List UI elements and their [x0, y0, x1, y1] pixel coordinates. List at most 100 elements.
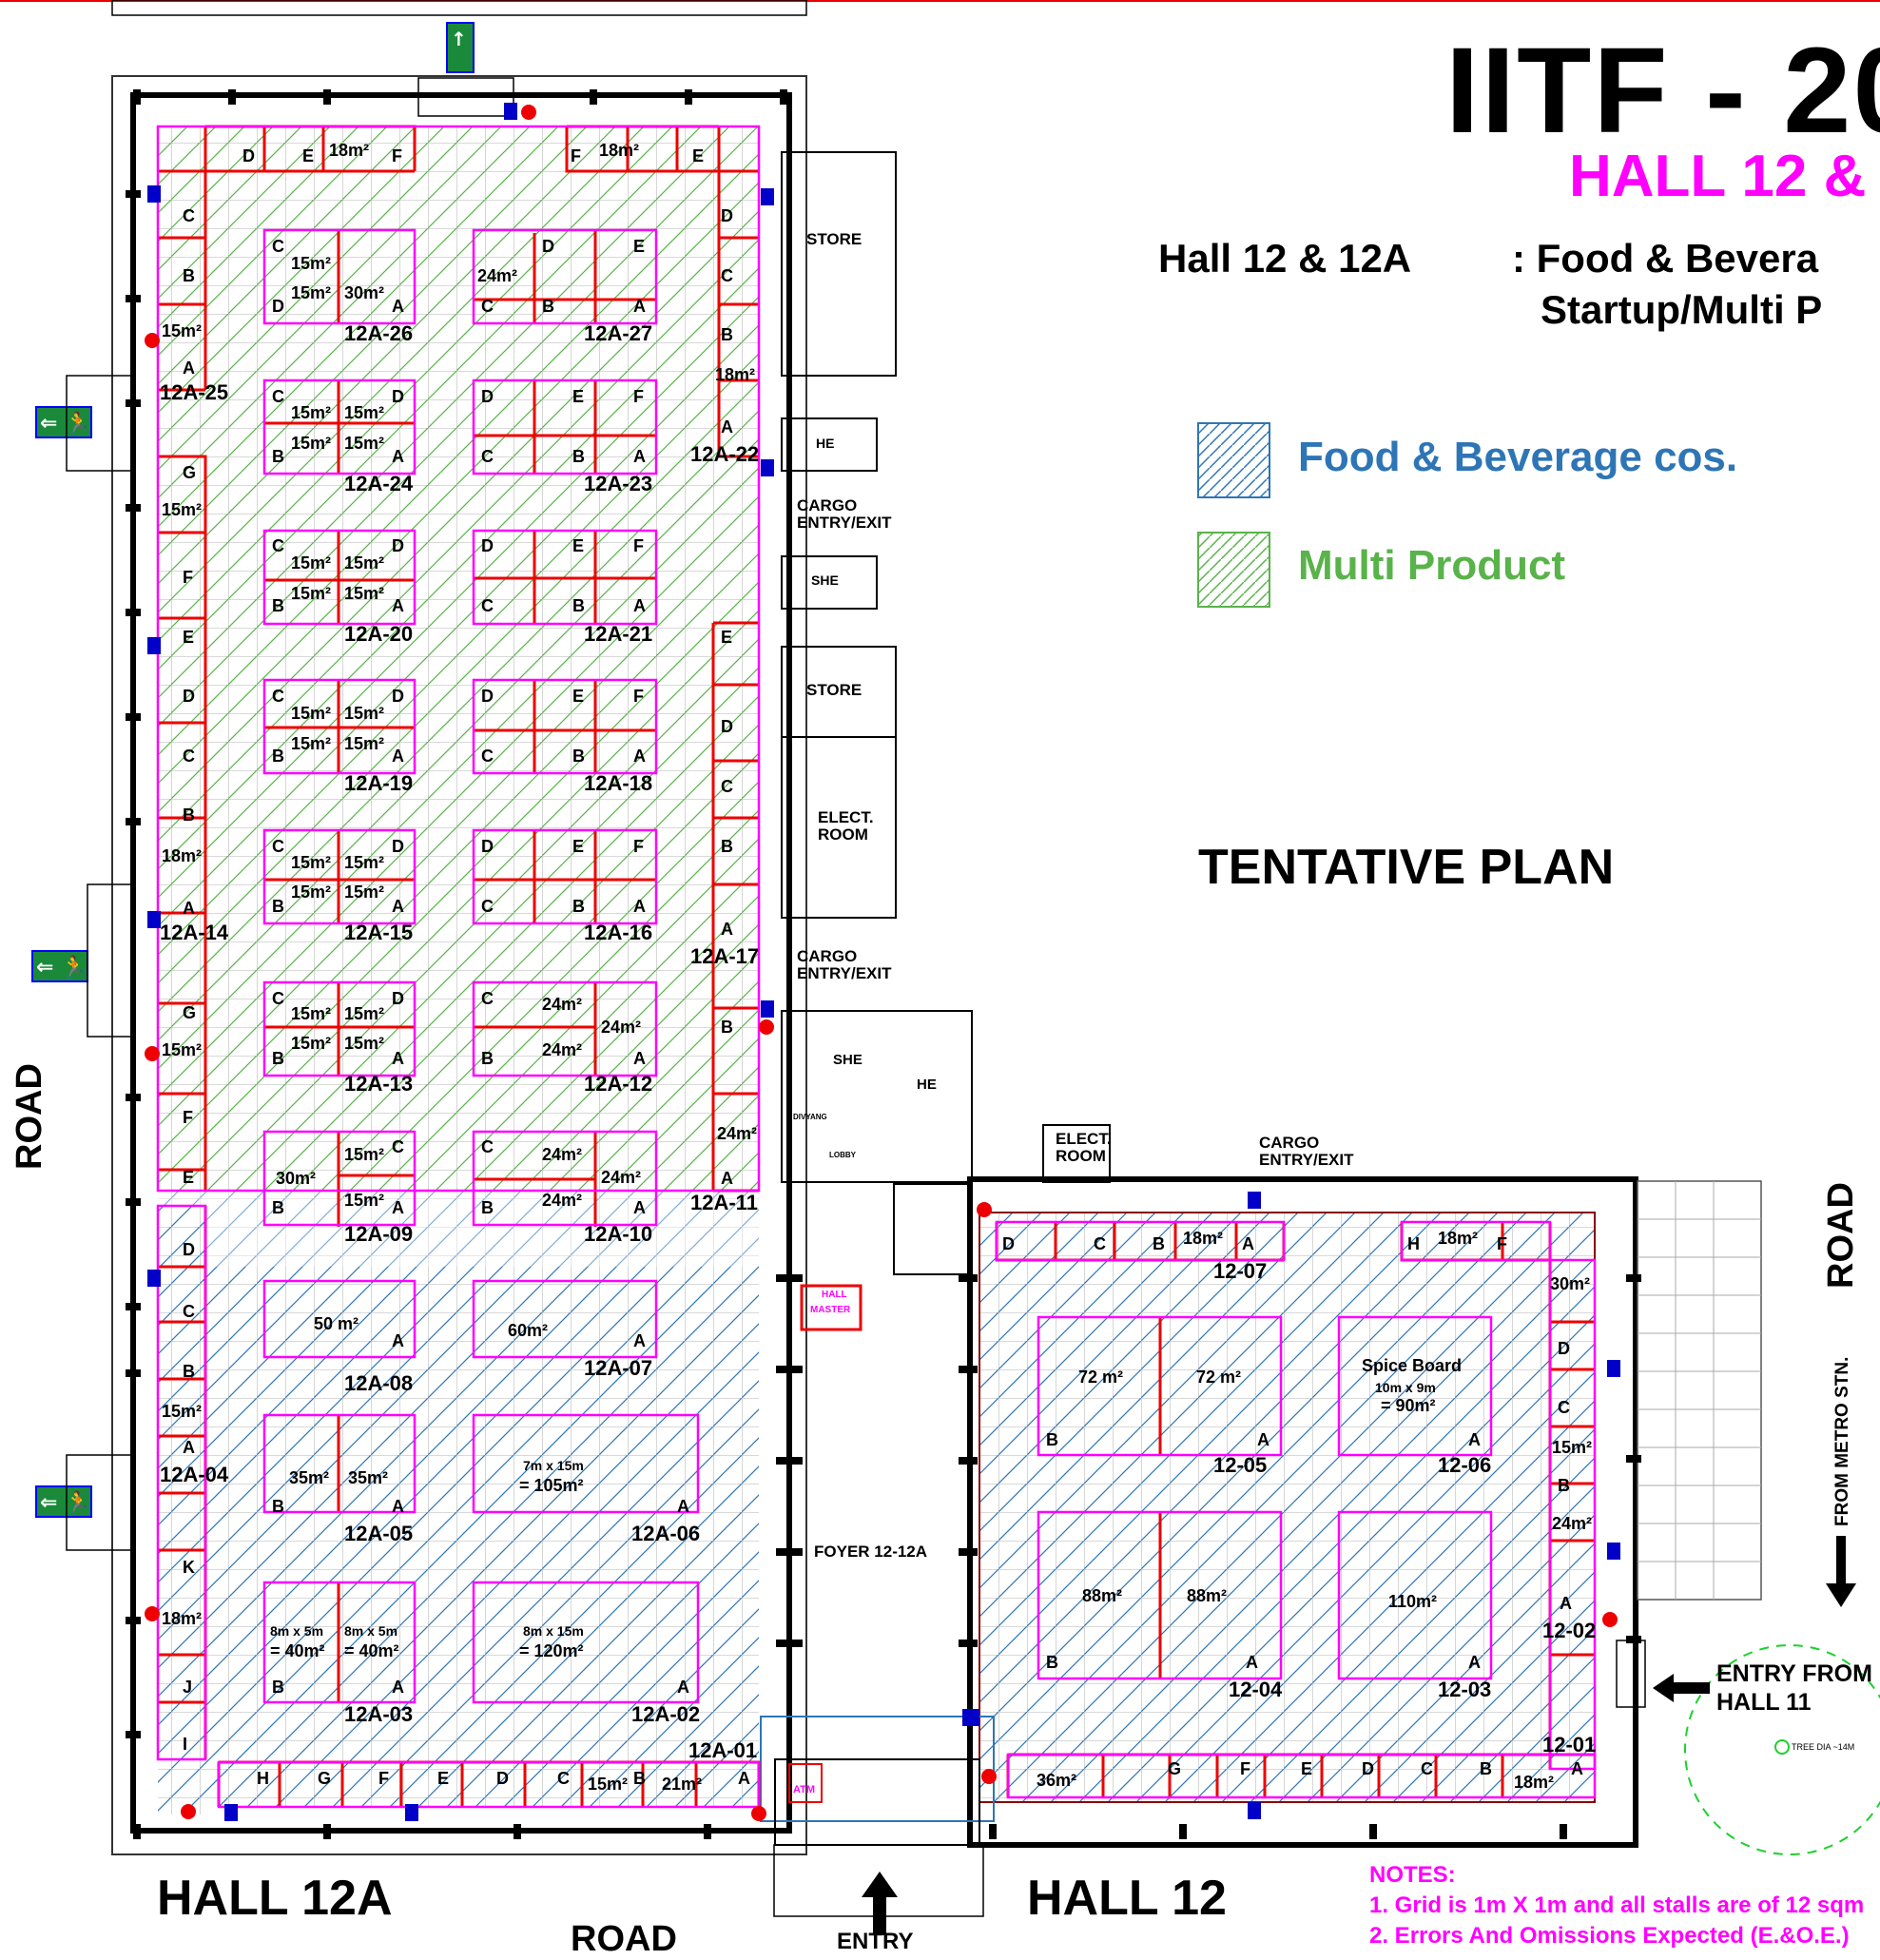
legend-swatch-multi [1197, 532, 1270, 608]
svg-text:D: D [721, 206, 733, 225]
label-12a-10-c: 24m² [542, 1191, 582, 1210]
legend-label-multi: Multi Product [1298, 542, 1566, 589]
label-12a-09-b: 15m² [344, 1145, 384, 1164]
svg-text:⇐ 🏃: ⇐ 🏃 [40, 1490, 91, 1515]
elect-room-right [1042, 1124, 1111, 1183]
svg-text:B: B [183, 266, 195, 285]
entry-from-label-1: ENTRY FROM [1716, 1660, 1872, 1687]
small-room [893, 1183, 971, 1275]
svg-text:F: F [183, 1108, 193, 1127]
svg-text:A: A [392, 1678, 404, 1697]
label-12a-06-a: 7m x 15m [523, 1458, 584, 1473]
svg-text:B: B [272, 1497, 284, 1516]
label-12-04-b: 88m² [1187, 1586, 1227, 1605]
svg-text:D: D [183, 1240, 195, 1259]
label-12a-15-c: 15m² [291, 883, 331, 902]
svg-text:B: B [481, 1198, 494, 1217]
label-12a-26-a: 15m² [291, 254, 331, 273]
entry-lobby [760, 1716, 995, 1822]
hall-12a-left-strip [158, 1206, 205, 1814]
svg-text:H: H [1407, 1234, 1420, 1253]
label-12a-08-id: 12A-08 [344, 1371, 413, 1395]
elect-2-b: ROOM [1056, 1147, 1106, 1165]
hall-12-wall [967, 1176, 1638, 1848]
svg-text:B: B [572, 447, 585, 466]
label-12a-03-d: = 40m² [344, 1641, 399, 1660]
label-12-01-a: 36m² [1037, 1771, 1076, 1790]
svg-text:A: A [721, 1169, 733, 1188]
label-12a-24-b: 15m² [344, 403, 384, 422]
from-metro-label: FROM METRO STN. [1832, 1356, 1852, 1526]
svg-text:B: B [721, 325, 733, 344]
wall-columns [126, 89, 1641, 1839]
label-12-06-id: 12-06 [1438, 1453, 1491, 1477]
svg-text:B: B [633, 1769, 646, 1788]
svg-text:C: C [183, 747, 195, 766]
svg-text:C: C [272, 687, 284, 706]
svg-text:A: A [677, 1497, 689, 1516]
svg-text:A: A [633, 897, 646, 916]
svg-text:D: D [392, 687, 404, 706]
svg-text:C: C [183, 206, 195, 225]
label-12a-24-id: 12A-24 [344, 472, 414, 495]
label-12a-24-d: 15m² [344, 434, 384, 453]
note-2: 2. Errors And Omissions Expected (E.&O.E… [1369, 1923, 1850, 1949]
svg-text:A: A [392, 596, 404, 615]
label-12-07-id: 12-07 [1213, 1259, 1267, 1283]
label-12a-02-a: 8m x 15m [523, 1623, 584, 1639]
svg-text:A: A [1468, 1430, 1481, 1449]
svg-text:E: E [572, 837, 584, 856]
label-12a-09-id: 12A-09 [344, 1222, 413, 1246]
svg-text:E: E [633, 237, 645, 256]
label-12a-13-d: 15m² [344, 1034, 384, 1053]
label-top-left-18: 18m² [329, 141, 369, 160]
label-12-02-a: 30m² [1550, 1274, 1590, 1293]
label-12a-24-a: 15m² [291, 403, 331, 422]
svg-text:A: A [183, 899, 195, 918]
page-title: IITF - 20 [1445, 23, 1880, 159]
label-12a-27-id: 12A-27 [584, 321, 652, 345]
svg-text:E: E [572, 536, 584, 555]
he-room-top [781, 417, 878, 472]
hall-description-1: : Food & Bevera [1512, 236, 1819, 281]
label-12-04-id: 12-04 [1229, 1678, 1283, 1701]
he-top-label: HE [816, 436, 835, 451]
svg-text:B: B [272, 596, 284, 615]
svg-text:G: G [1168, 1759, 1181, 1778]
label-12-06-a: Spice Board [1362, 1356, 1462, 1375]
svg-text:E: E [437, 1769, 449, 1788]
svg-text:B: B [721, 1018, 733, 1037]
page-subtitle: HALL 12 & [1569, 144, 1867, 209]
svg-text:D: D [496, 1769, 509, 1788]
label-12a-10-a: 24m² [542, 1145, 582, 1164]
hall-12a-walkway [158, 1191, 759, 1267]
label-12a-02-id: 12A-02 [631, 1702, 700, 1726]
label-12a-04-a: 15m² [162, 1402, 202, 1421]
svg-text:D: D [392, 837, 404, 856]
label-12a-13-a: 15m² [291, 1004, 331, 1023]
svg-text:D: D [1558, 1339, 1570, 1358]
foyer-label: FOYER 12-12A [814, 1543, 928, 1561]
label-12a-22-id: 12A-22 [690, 442, 759, 466]
notes-heading: NOTES: [1369, 1862, 1456, 1888]
hall-12a-food-floor [158, 1267, 759, 1807]
svg-text:A: A [1246, 1653, 1258, 1672]
svg-text:C: C [481, 989, 494, 1008]
svg-text:A: A [633, 1331, 646, 1350]
svg-text:⇐ 🏃: ⇐ 🏃 [40, 411, 91, 436]
label-12a-01-a: 15m² [588, 1775, 628, 1794]
svg-text:B: B [272, 747, 284, 766]
label-12a-11-id: 12A-11 [690, 1191, 758, 1214]
road-left: ROAD [10, 1063, 49, 1170]
svg-text:A: A [392, 1049, 404, 1068]
svg-text:C: C [272, 387, 284, 406]
label-12a-24-c: 15m² [291, 434, 331, 453]
svg-text:C: C [721, 266, 733, 285]
label-12-02-c: 24m² [1552, 1514, 1592, 1533]
svg-text:D: D [481, 536, 494, 555]
svg-text:E: E [183, 1168, 194, 1187]
label-12-01-id: 12-01 [1542, 1733, 1596, 1756]
she-top-label: SHE [811, 572, 839, 588]
svg-text:A: A [1571, 1759, 1583, 1778]
svg-text:A: A [392, 447, 404, 466]
